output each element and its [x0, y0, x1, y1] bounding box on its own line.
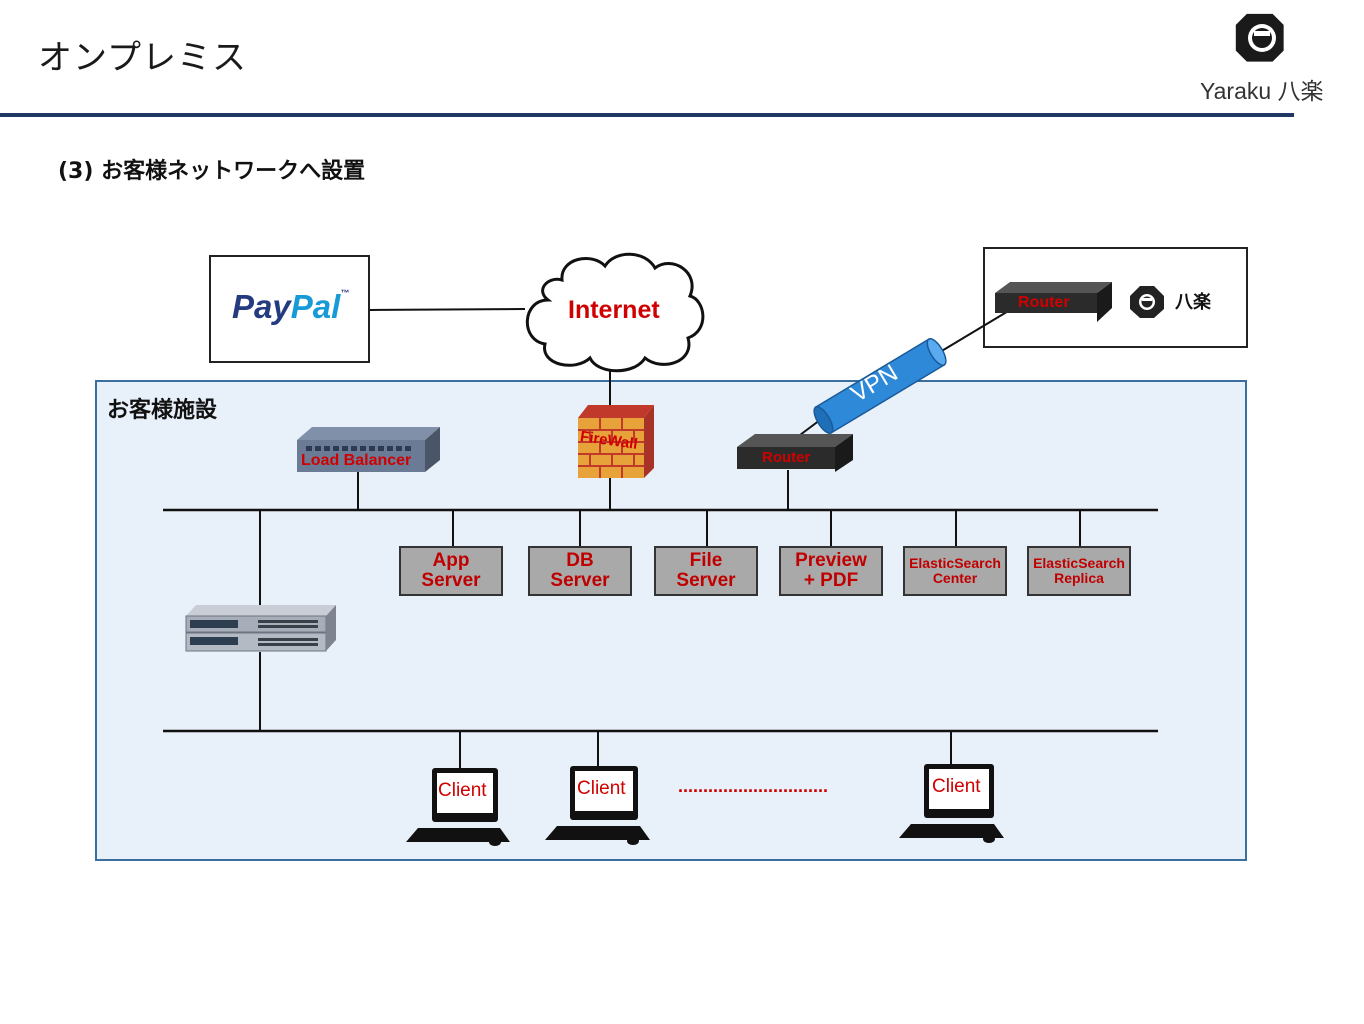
server-line1: ElasticSearch — [909, 555, 1001, 572]
local-router-device-icon — [737, 434, 853, 472]
internet-label: Internet — [568, 296, 660, 324]
elasticsearch-center-box: ElasticSearch Center — [903, 546, 1007, 596]
client-label: Client — [438, 780, 487, 801]
clients-ellipsis: .............................. — [678, 776, 829, 796]
hq-company-label: 八楽 — [1175, 292, 1211, 313]
paypal-box — [209, 255, 370, 363]
router-vpn-link — [799, 419, 821, 436]
file-server-box: File Server — [654, 546, 758, 596]
load-balancer-label: Load Balancer — [301, 452, 412, 469]
server-line1: App — [432, 550, 470, 572]
logo-text: Yaraku 八楽 — [1200, 78, 1324, 104]
page-title: オンプレミス — [38, 38, 247, 78]
firewall-icon — [578, 405, 654, 478]
server-line2: Server — [421, 570, 481, 591]
client-computer-icon — [899, 764, 1004, 843]
server-line2: Replica — [1054, 570, 1104, 586]
network-switch-icon — [185, 605, 336, 652]
server-line2: + PDF — [803, 570, 859, 591]
client-label: Client — [577, 778, 626, 799]
paypal-internet-link — [369, 308, 526, 311]
paypal-tm: ™ — [340, 288, 350, 298]
server-line2: Server — [676, 570, 736, 591]
paypal-part2: Pal — [290, 288, 341, 325]
server-line2: Server — [550, 570, 610, 591]
client-computer-icon — [545, 766, 650, 845]
section-subtitle: (3) お客様ネットワークへ設置 — [58, 159, 366, 184]
server-line1: File — [689, 550, 723, 572]
client-label: Client — [932, 776, 981, 797]
yaraku-small-logo-icon — [1130, 286, 1164, 318]
server-line1: Preview — [795, 550, 867, 572]
facility-label: お客様施設 — [107, 398, 218, 423]
server-line1: DB — [566, 550, 594, 572]
vpn-tunnel-icon — [813, 338, 947, 434]
connection-lines — [163, 308, 1158, 768]
yaraku-logo: Yaraku 八楽 — [1195, 10, 1335, 104]
internet-cloud-icon — [525, 252, 705, 373]
client-computer-icon — [406, 768, 510, 846]
local-router-label: Router — [762, 449, 811, 466]
paypal-logo: PayPal™ — [232, 288, 349, 326]
paypal-part1: Pay — [232, 288, 291, 325]
preview-pdf-server-box: Preview + PDF — [779, 546, 883, 596]
hq-router-label: Router — [1018, 294, 1070, 311]
title-divider — [0, 113, 1294, 117]
vpn-hq-link — [939, 309, 1011, 353]
app-server-box: App Server — [399, 546, 503, 596]
server-line2: Center — [932, 570, 978, 586]
server-line1: ElasticSearch — [1033, 555, 1125, 572]
yaraku-logo-mark-icon — [1235, 13, 1284, 62]
hq-router-device-icon — [995, 282, 1112, 322]
load-balancer-device-icon — [297, 427, 440, 472]
elasticsearch-replica-box: ElasticSearch Replica — [1027, 546, 1131, 596]
db-server-box: DB Server — [528, 546, 632, 596]
